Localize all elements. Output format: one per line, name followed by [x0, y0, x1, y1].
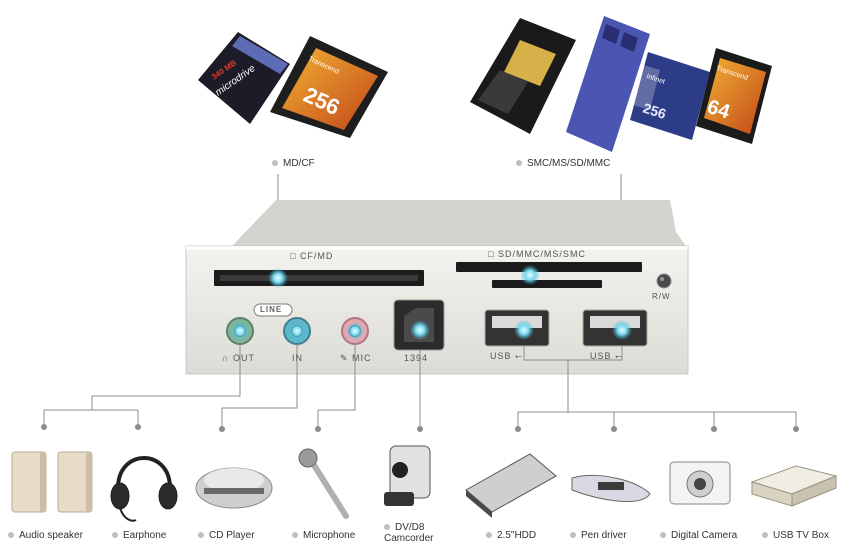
smc-label: SMC/MS/SD/MMC — [516, 158, 610, 171]
usb-tv-box-image — [750, 465, 838, 507]
hdd-image — [465, 453, 557, 518]
bullet-icon — [198, 532, 204, 538]
bullet-icon — [486, 532, 492, 538]
bullet-icon — [762, 532, 768, 538]
firewire-label: 1394 — [404, 353, 429, 363]
line-label: LINE — [260, 305, 283, 314]
connector-dots — [41, 424, 799, 432]
out-label: ∩ OUT — [222, 353, 255, 363]
rw-label: R/W — [652, 292, 671, 301]
bullet-icon — [8, 532, 14, 538]
memory-stick-card — [566, 16, 650, 152]
microphone-image — [298, 448, 349, 519]
camcorder-image — [384, 445, 431, 506]
device-label-camcorder: DV/D8 Camcorder — [384, 522, 434, 545]
bullet-icon — [384, 523, 390, 530]
audio-speaker-image — [11, 451, 93, 513]
mdcf-label: MD/CF — [272, 158, 315, 171]
compact-flash-card: Transcend 256 — [270, 36, 388, 138]
device-label-cd-player: CD Player — [198, 530, 255, 543]
pen-driver-image — [571, 474, 651, 503]
device-label-hdd: 2.5"HDD — [486, 530, 536, 543]
sd-slot — [456, 262, 642, 272]
device-label-usb-tv-box: USB TV Box — [762, 530, 829, 543]
bullet-icon — [272, 160, 278, 166]
device-label-pen-driver: Pen driver — [570, 530, 627, 543]
earphone-image — [110, 456, 178, 522]
sd-slot-label: □ SD/MMC/MS/SMC — [488, 249, 586, 259]
bullet-icon — [292, 532, 298, 538]
smart-media-card — [470, 18, 576, 134]
device-connectors — [43, 344, 797, 428]
mic-label: ✎ MIC — [340, 353, 372, 363]
cd-player-image — [195, 467, 273, 509]
device-label-digital-camera: Digital Camera — [660, 530, 737, 543]
device-label-audio-speaker: Audio speaker — [8, 530, 83, 543]
digital-camera-image — [669, 461, 731, 505]
in-label: IN — [292, 353, 303, 363]
front-panel — [185, 200, 689, 375]
connection-glows — [231, 265, 632, 340]
cf-slot-label: □ CF/MD — [290, 251, 334, 261]
device-label-earphone: Earphone — [112, 530, 166, 543]
device-label-microphone: Microphone — [292, 530, 355, 543]
usb-left-label: USB ⭠ — [490, 351, 524, 361]
microdrive-card: 340 MB microdrive — [198, 32, 290, 124]
bullet-icon — [516, 160, 522, 166]
sd-card: Infinet 256 — [630, 52, 710, 140]
sd-size: 256 — [641, 100, 668, 123]
usb-right-label: USB ⭠ — [590, 351, 624, 361]
card-64mb: Transcend 64 — [696, 48, 772, 144]
bullet-icon — [112, 532, 118, 538]
bullet-icon — [570, 532, 576, 538]
rw-led — [656, 273, 672, 289]
bullet-icon — [660, 532, 666, 538]
